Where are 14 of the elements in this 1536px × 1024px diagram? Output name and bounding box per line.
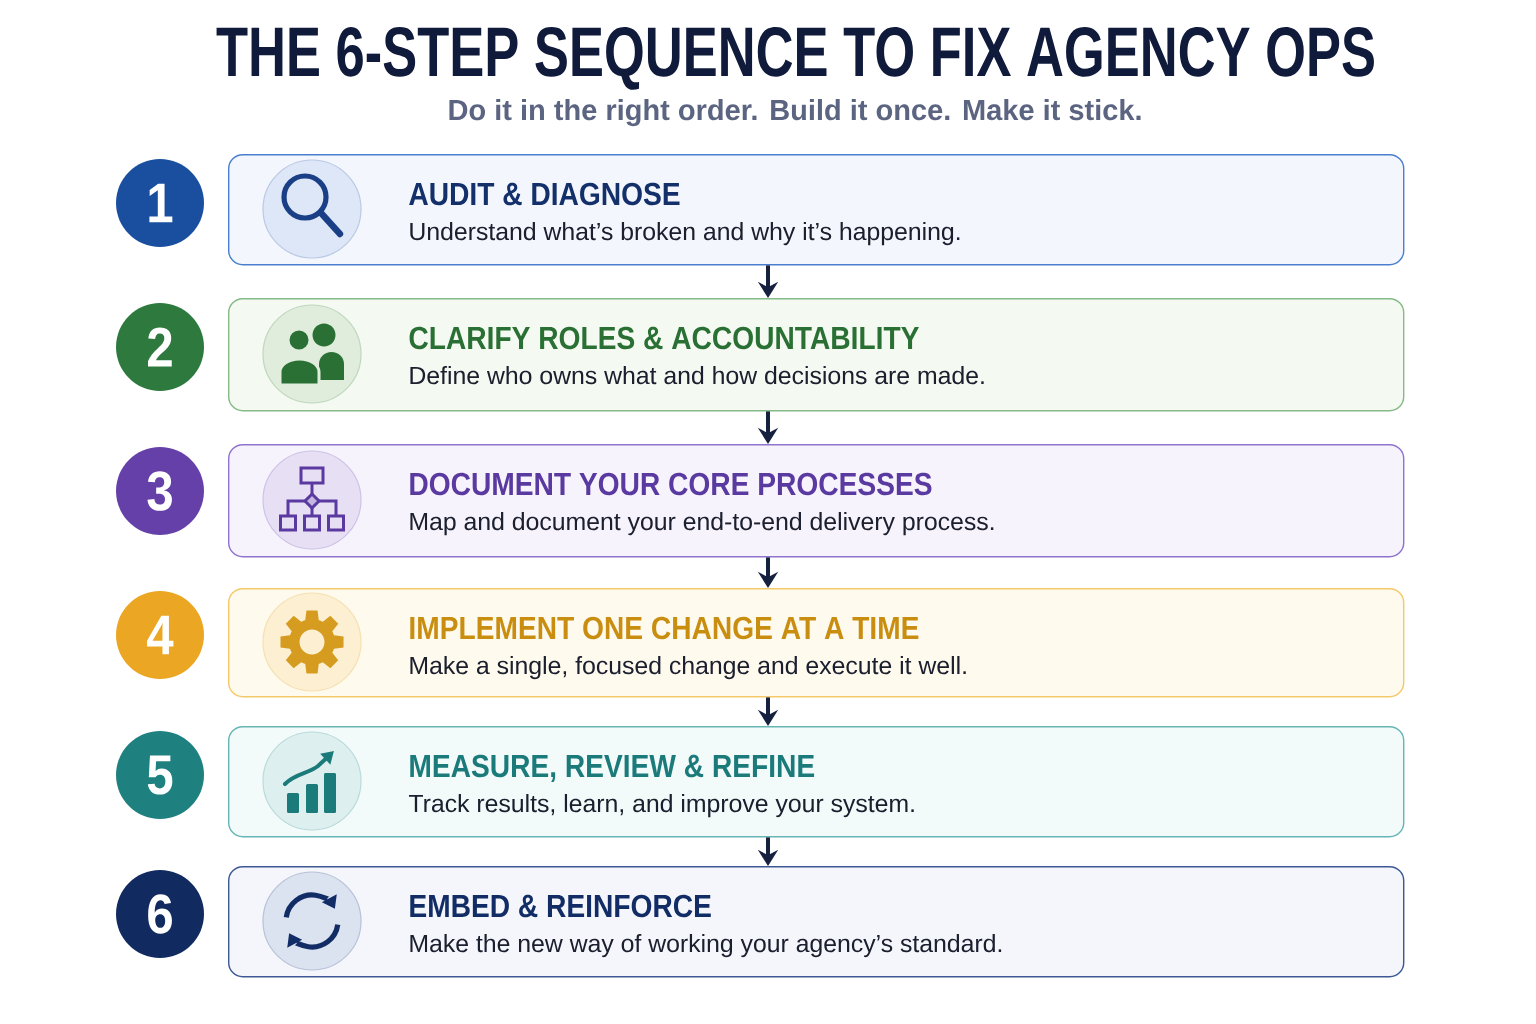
step-heading: DOCUMENT YOUR CORE PROCESSES: [410, 472, 932, 496]
step-description: Track results, learn, and improve your system.: [408, 794, 914, 818]
step-heading: MEASURE, REVIEW & REFINE: [410, 754, 815, 782]
subtitle: Do it in the right order. Build it once. Make it stick.: [449, 99, 1141, 127]
step-heading: EMBED & REINFORCE: [410, 894, 711, 918]
step-description: Understand what’s broken and why it’s happening.: [410, 222, 960, 246]
step-heading: CLARIFY ROLES & ACCOUNTABILITY: [409, 326, 919, 350]
title: THE 6-STEP SEQUENCE TO FIX AGENCY OPS: [216, 27, 1374, 90]
step-heading: IMPLEMENT ONE CHANGE AT A TIME: [410, 616, 919, 640]
step-heading: AUDIT & DIAGNOSE: [409, 182, 680, 206]
step-description: Make the new way of working your agency’s standard.: [410, 934, 1002, 958]
step-description: Make a single, focused change and execute it well.: [410, 656, 966, 680]
step-description: Map and document your end-to-end delivery process.: [410, 512, 994, 536]
step-description: Define who owns what and how decisions are made.: [410, 366, 984, 385]
